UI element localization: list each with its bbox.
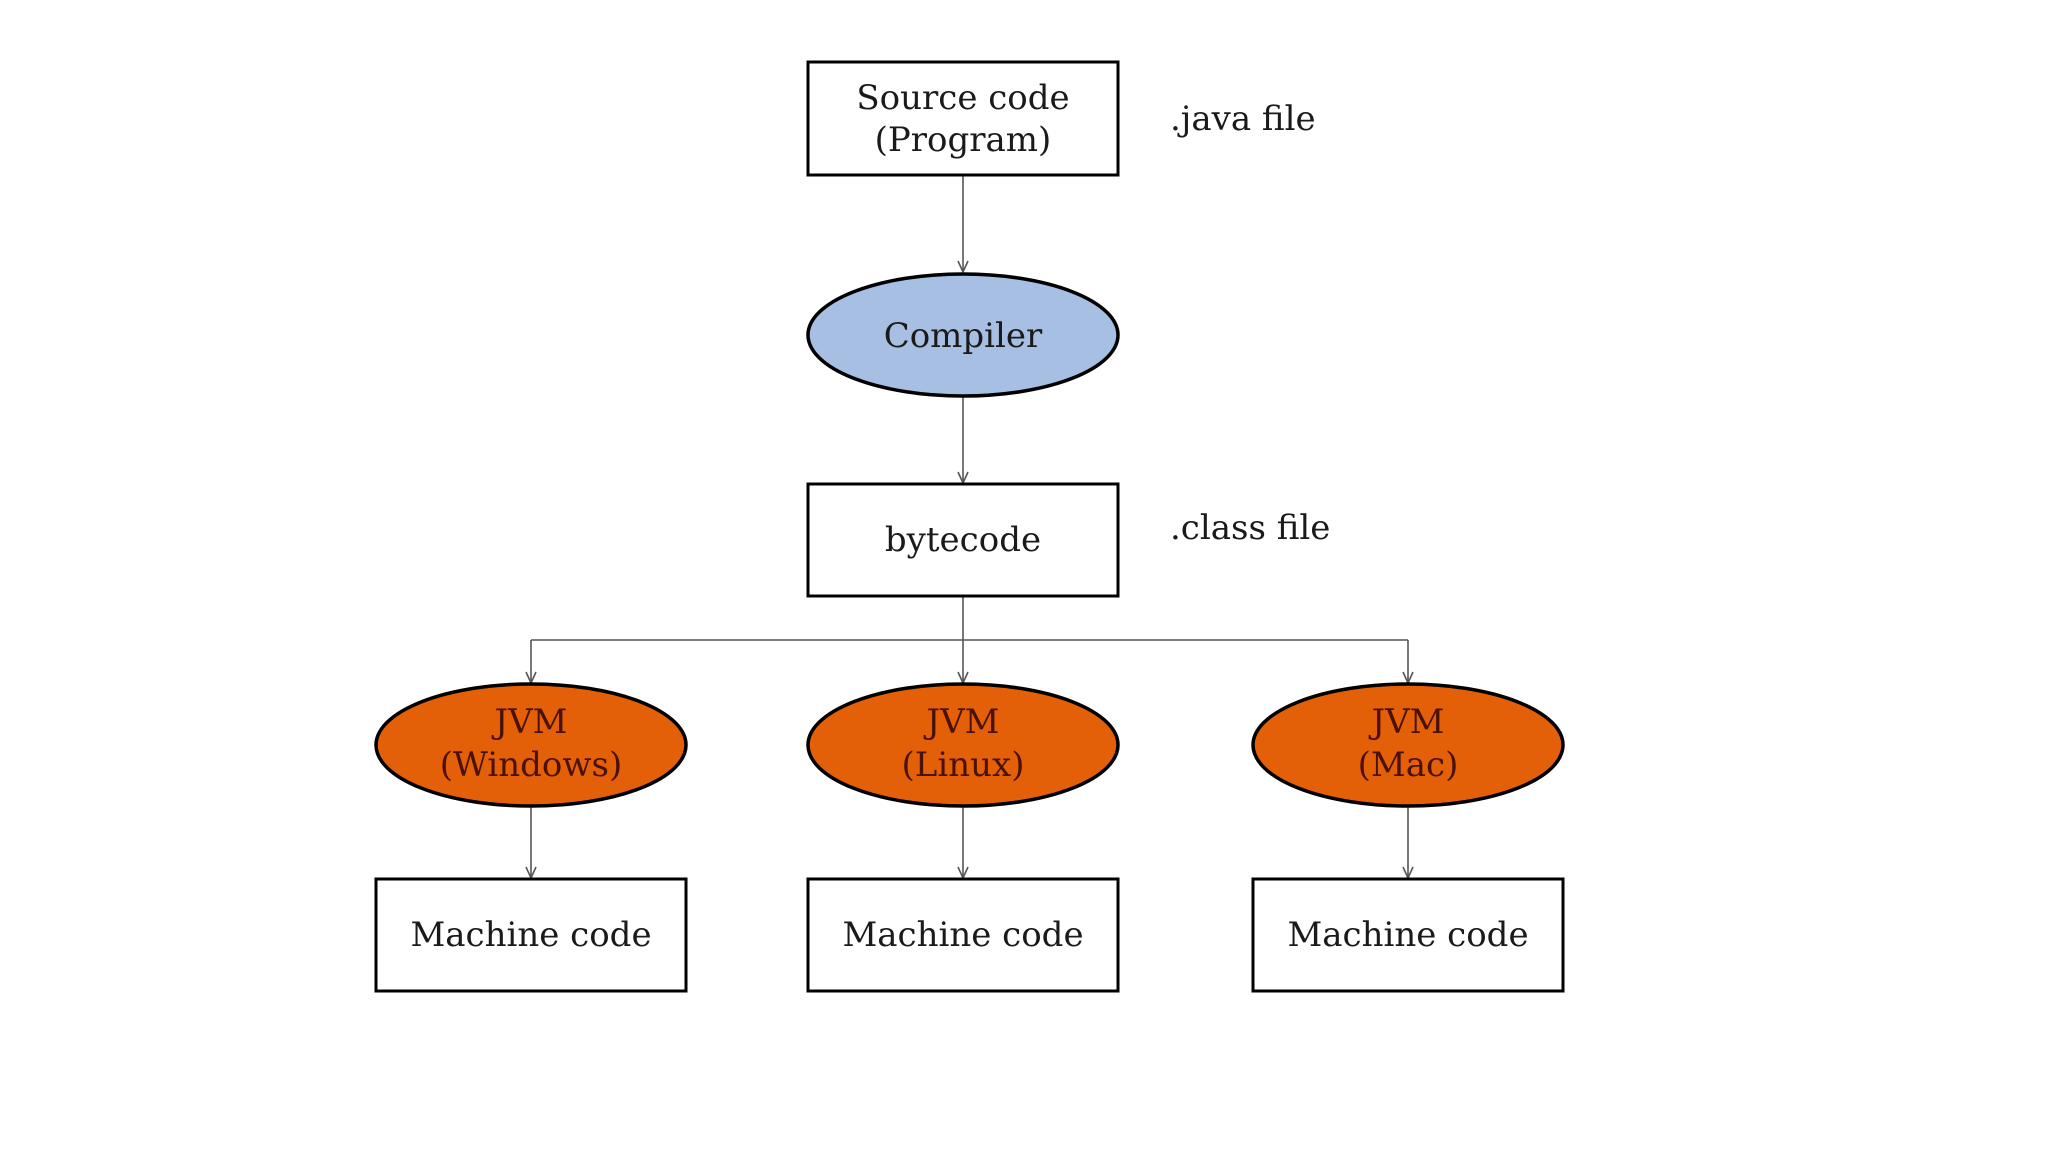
jvm-mac-ellipse [1251,682,1565,808]
class-file-annotation: .class file [1170,508,1330,548]
jvm-linux-line2: (Linux) [902,745,1025,785]
jvm-windows-line2: (Windows) [440,745,622,785]
jvm-linux-ellipse [806,682,1120,808]
source-code-line1: Source code [856,78,1069,118]
jvm-linux-line1: JVM [924,702,1000,742]
compiler-node: Compiler [806,272,1120,398]
machine-code-windows-box [374,877,688,993]
jvm-mac-line1: JVM [1369,702,1445,742]
machine-code-mac-box [1251,877,1565,993]
jvm-linux-node: JVM (Linux) [806,682,1120,808]
java-file-annotation: .java file [1170,99,1316,139]
source-code-node: Source code (Program) [806,60,1120,177]
jvm-mac-line2: (Mac) [1358,745,1459,785]
machine-code-windows-label: Machine code [410,915,651,955]
machine-code-linux-box [806,877,1120,993]
source-code-line2: (Program) [875,120,1052,160]
bytecode-box [806,482,1120,598]
compiler-label: Compiler [884,316,1043,356]
machine-code-windows-node: Machine code [374,877,688,993]
jvm-mac-node: JVM (Mac) [1251,682,1565,808]
machine-code-mac-node: Machine code [1251,877,1565,993]
jvm-windows-ellipse [374,682,688,808]
bytecode-node: bytecode [806,482,1120,598]
source-code-box [806,60,1120,177]
machine-code-mac-label: Machine code [1287,915,1528,955]
bytecode-label: bytecode [885,520,1041,560]
compiler-ellipse [806,272,1120,398]
connectors [525,176,1414,880]
jvm-windows-line1: JVM [492,702,568,742]
machine-code-linux-label: Machine code [842,915,1083,955]
machine-code-linux-node: Machine code [806,877,1120,993]
jvm-windows-node: JVM (Windows) [374,682,688,808]
